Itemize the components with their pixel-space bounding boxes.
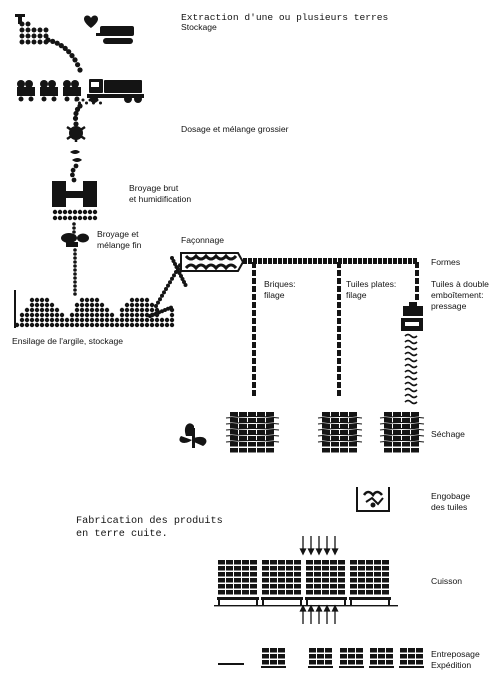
forming-line-horizontal: [243, 258, 417, 264]
excavator-icon: [84, 15, 134, 44]
forming-line-briques: [252, 262, 256, 396]
storage-pallets: [261, 648, 424, 668]
label-extraction: Extraction d'une ou plusieurs terres: [181, 12, 389, 23]
label-engobage-1: Engobage: [431, 491, 471, 501]
label-entreposage: Entreposage: [431, 649, 480, 659]
label-briques-2: filage: [264, 290, 285, 300]
label-cuisson: Cuisson: [431, 576, 463, 586]
label-broyage-brut-2: et humidification: [129, 194, 192, 204]
label-fabrication-2: en terre cuite.: [76, 529, 168, 540]
storage-ground-line: [218, 663, 244, 665]
clay-flow-dots: [45, 37, 102, 296]
pressed-tiles-stream: [404, 333, 418, 405]
label-broyage-fin-2: mélange fin: [97, 240, 142, 250]
engobe-tank-icon: [356, 487, 390, 512]
label-expedition: Expédition: [431, 660, 472, 670]
forming-line-tuiles-double: [415, 262, 419, 300]
label-broyage-fin-1: Broyage et: [97, 229, 139, 239]
label-stockage: Stockage: [181, 22, 217, 32]
label-sechage: Séchage: [431, 429, 465, 439]
label-formes: Formes: [431, 257, 461, 267]
label-tuiles-double-3: pressage: [431, 301, 467, 311]
forming-line-tuiles-plates: [337, 262, 341, 396]
kiln-stacks: [214, 560, 398, 607]
label-tuiles-double-2: emboîtement:: [431, 290, 484, 300]
wagon-icon: [17, 80, 81, 102]
silo-icon: [14, 256, 188, 328]
label-fabrication-1: Fabrication des produits: [76, 516, 223, 527]
mill-icon: [61, 233, 89, 247]
extruder-icon: [180, 252, 245, 272]
clay-stockpile-icon: [15, 14, 49, 45]
label-ensilage: Ensilage de l'argile, stockage: [12, 336, 124, 346]
label-tuiles-double-1: Tuiles à double: [431, 279, 489, 289]
label-engobage-2: des tuiles: [431, 502, 468, 512]
press-icon: [401, 302, 423, 331]
heat-arrows: [299, 536, 339, 624]
drying-stacks: [225, 412, 425, 453]
doser-icon: [66, 124, 86, 162]
truck-icon: [87, 79, 144, 103]
fan-icon: [179, 423, 207, 448]
label-tuiles-plates-1: Tuiles plates:: [346, 279, 397, 289]
label-faconnage: Façonnage: [181, 235, 225, 245]
label-tuiles-plates-2: filage: [346, 290, 367, 300]
label-briques-1: Briques:: [264, 279, 296, 289]
crusher-icon: [52, 181, 97, 207]
label-dosage: Dosage et mélange grossier: [181, 124, 289, 134]
label-broyage-brut-1: Broyage brut: [129, 183, 179, 193]
